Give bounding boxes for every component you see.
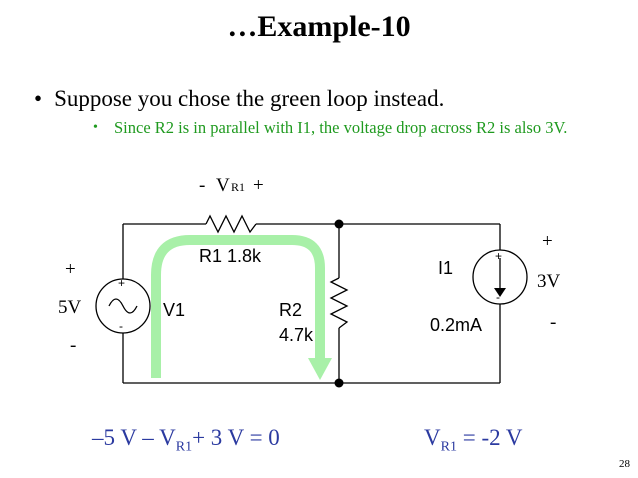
v1-source [95,278,151,334]
r2-resistor [329,277,349,329]
v1-plus-sign: + [65,259,76,280]
vr1-minus: - [199,175,205,196]
sub-bullet-dot: • [93,120,98,135]
r1-label: R1 1.8k [199,246,262,266]
junction-dot-bottom [334,378,344,388]
vr1-subscript: R1 [231,180,245,194]
main-bullet-text: Suppose you chose the green loop instead… [54,86,445,111]
i1-name: I1 [438,258,453,278]
vr1-plus: + [253,175,264,196]
slide-title: …Example-10 [227,10,411,43]
junction-dot-top [334,219,344,229]
kvl-part2: + 3 V = 0 [192,425,280,450]
i1-src-minus: - [496,290,500,304]
i1-value: 0.2mA [430,315,482,335]
result-label: V [424,425,441,450]
sub-bullet-text: Since R2 is in parallel with I1, the vol… [114,118,568,137]
v1-src-minus: - [119,319,123,333]
loop-path [151,235,325,378]
kvl-equation: –5 V – VR1+ 3 V = 0 [92,425,280,456]
out-value: 3V [537,271,561,292]
i1-src-plus: + [495,249,502,263]
bullet-dot: • [34,86,43,111]
circuit-wires [122,223,501,384]
sub-bullet: • Since R2 is in parallel with I1, the v… [93,119,613,137]
r2-value: 4.7k [279,325,314,345]
r1-resistor [205,214,257,234]
result-equation: VR1 = -2 V [424,425,523,456]
v1-value: 5V [58,297,82,318]
sine-wave-icon [108,298,138,314]
kvl-part1: –5 V – V [92,425,176,450]
main-bullet: • Suppose you chose the green loop instea… [34,86,444,112]
page-number: 28 [619,458,630,470]
out-minus-sign: - [550,312,556,333]
r2-name: R2 [279,300,302,320]
green-loop-arrow [151,235,332,380]
out-plus-sign: + [542,231,553,252]
kvl-subscript: R1 [175,439,193,455]
result-subscript: R1 [440,439,457,455]
v1-src-plus: + [118,276,125,290]
result-value: = -2 V [456,425,523,450]
i1-source [472,249,528,305]
v1-name: V1 [163,300,185,320]
vr1-label: V [216,175,230,196]
v1-minus-sign: - [70,335,76,356]
loop-arrowhead [308,358,332,380]
